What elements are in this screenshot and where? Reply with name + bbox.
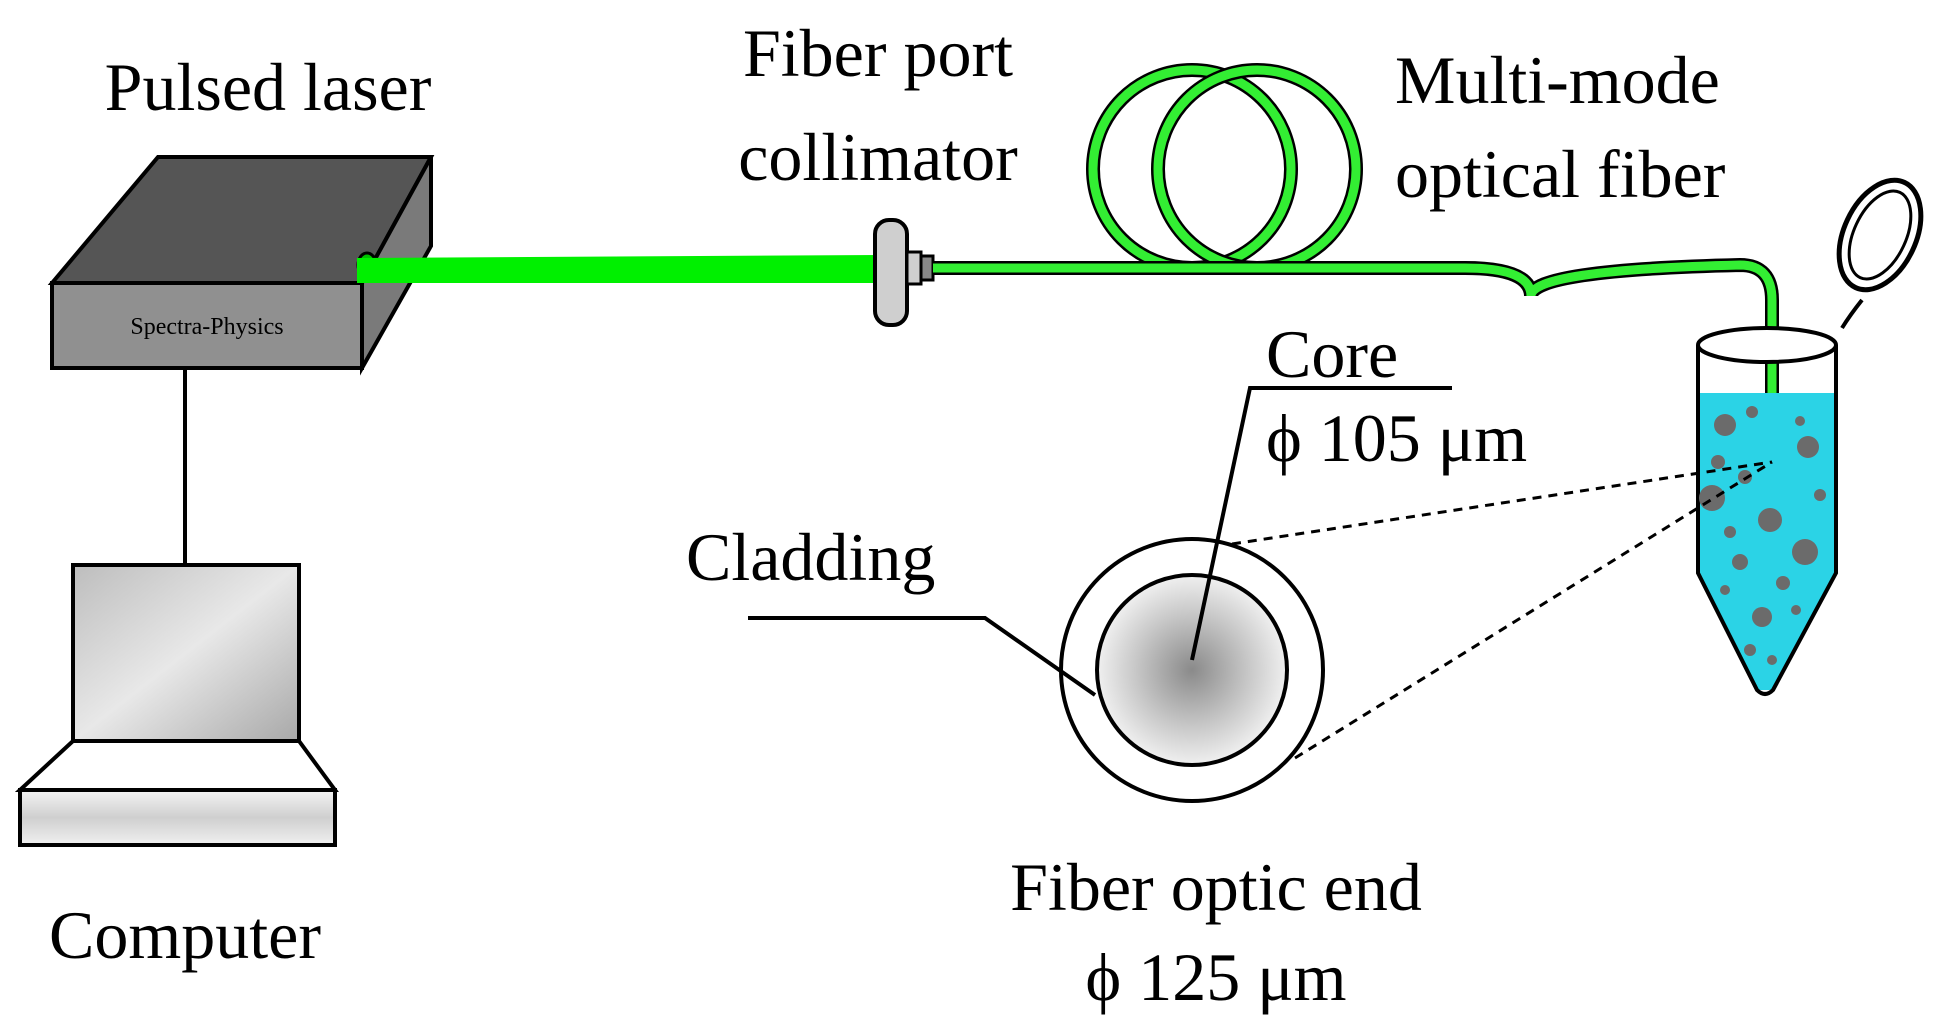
computer	[14, 368, 339, 847]
core-leader	[1190, 386, 1452, 661]
fiber-end-cross-section	[1059, 537, 1325, 803]
fiber-core	[1095, 573, 1289, 767]
fiber-port-label-line1: Fiber port	[743, 15, 1013, 91]
laser-beam	[357, 255, 880, 283]
computer-monitor	[71, 563, 301, 743]
computer-keyboard	[18, 788, 337, 847]
computer-keyboard-top	[14, 739, 339, 792]
zoom-lines	[1231, 460, 1773, 760]
fiber-end-diameter-label: ϕ 125 μm	[1085, 939, 1346, 1015]
laser-front-face	[50, 281, 364, 370]
sample-tube	[1696, 177, 1924, 696]
multimode-label-line2: optical fiber	[1395, 136, 1726, 212]
cladding-label: Cladding	[686, 519, 935, 595]
multimode-label-line1: Multi-mode	[1395, 42, 1720, 118]
cladding-leader	[748, 616, 1097, 697]
core-label: Core	[1266, 316, 1398, 392]
fiber-end-label: Fiber optic end	[1010, 849, 1422, 925]
pulsed-laser: Spectra-Physics	[47, 155, 435, 376]
computer-label: Computer	[49, 897, 321, 973]
pulsed-laser-label: Pulsed laser	[105, 49, 432, 125]
nanoparticles	[1699, 406, 1826, 665]
core-diameter-label: ϕ 105 μm	[1266, 400, 1527, 476]
laser-brand-label: Spectra-Physics	[130, 314, 283, 340]
leader-lines	[748, 386, 1452, 697]
fiber-port-label-line2: collimator	[738, 119, 1018, 195]
fiber-port-collimator	[873, 218, 935, 327]
multimode-fiber	[933, 63, 1779, 462]
